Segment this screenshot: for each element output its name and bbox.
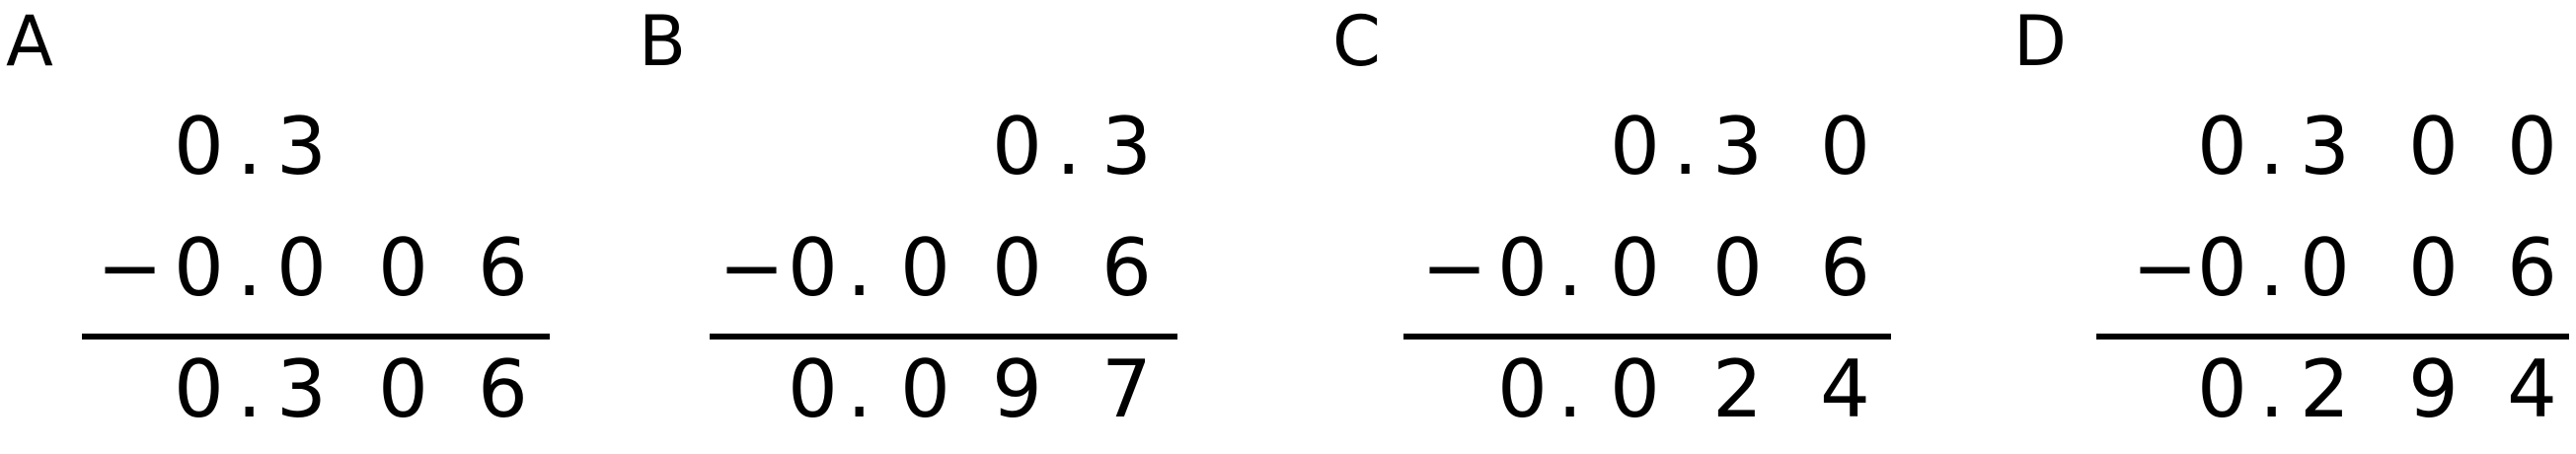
digit: 4 bbox=[1820, 343, 1870, 435]
digit: 0 bbox=[788, 343, 838, 435]
digit: 3 bbox=[2300, 101, 2350, 192]
digit: 0 bbox=[900, 343, 950, 435]
digit: 0 bbox=[2197, 343, 2247, 435]
digit: 9 bbox=[992, 343, 1042, 435]
digit: 0 bbox=[2300, 222, 2350, 314]
digit: 0 bbox=[1820, 101, 1870, 192]
digit: 0 bbox=[378, 222, 428, 314]
digit: 4 bbox=[2507, 343, 2557, 435]
digit: 2 bbox=[1712, 343, 1763, 435]
problem-label: C bbox=[1332, 1, 1381, 82]
digit: 0 bbox=[2197, 222, 2247, 314]
minus-sign: − bbox=[2132, 222, 2199, 314]
problem-label: B bbox=[639, 1, 687, 82]
decimal-point: . bbox=[847, 222, 872, 314]
decimal-point: . bbox=[2259, 343, 2285, 435]
digit: 0 bbox=[174, 343, 224, 435]
digit: 0 bbox=[1610, 222, 1660, 314]
digit: 3 bbox=[1712, 101, 1763, 192]
decimal-point: . bbox=[237, 101, 263, 192]
digit: 2 bbox=[2300, 343, 2350, 435]
minus-sign: − bbox=[97, 222, 164, 314]
digit: 0 bbox=[378, 343, 428, 435]
digit: 0 bbox=[2507, 101, 2557, 192]
digit: 6 bbox=[478, 343, 528, 435]
digit: 6 bbox=[1820, 222, 1870, 314]
digit: 0 bbox=[174, 101, 224, 192]
digit: 6 bbox=[1101, 222, 1152, 314]
digit: 0 bbox=[1712, 222, 1763, 314]
decimal-point: . bbox=[1673, 101, 1699, 192]
digit: 0 bbox=[1497, 343, 1548, 435]
digit: 6 bbox=[478, 222, 528, 314]
decimal-point: . bbox=[1557, 222, 1583, 314]
digit: 0 bbox=[1610, 343, 1660, 435]
digit: 0 bbox=[900, 222, 950, 314]
digit: 0 bbox=[992, 101, 1042, 192]
decimal-point: . bbox=[2259, 101, 2285, 192]
decimal-point: . bbox=[2259, 222, 2285, 314]
digit: 0 bbox=[276, 222, 327, 314]
digit: 3 bbox=[1101, 101, 1152, 192]
digit: 0 bbox=[1610, 101, 1660, 192]
minus-sign: − bbox=[719, 222, 786, 314]
decimal-point: . bbox=[1557, 343, 1583, 435]
digit: 0 bbox=[992, 222, 1042, 314]
problem-label: A bbox=[6, 1, 53, 82]
digit: 0 bbox=[788, 222, 838, 314]
digit: 0 bbox=[2197, 101, 2247, 192]
sum-line bbox=[82, 334, 550, 340]
minus-sign: − bbox=[1421, 222, 1488, 314]
digit: 0 bbox=[2408, 101, 2459, 192]
digit: 3 bbox=[276, 101, 327, 192]
decimal-point: . bbox=[1056, 101, 1082, 192]
sum-line bbox=[2096, 334, 2569, 340]
sum-line bbox=[1403, 334, 1891, 340]
digit: 0 bbox=[2408, 222, 2459, 314]
decimal-point: . bbox=[237, 343, 263, 435]
digit: 7 bbox=[1101, 343, 1152, 435]
digit: 6 bbox=[2507, 222, 2557, 314]
problem-label: D bbox=[2013, 1, 2067, 82]
sum-line bbox=[710, 334, 1177, 340]
digit: 9 bbox=[2408, 343, 2459, 435]
digit: 0 bbox=[1497, 222, 1548, 314]
digit: 3 bbox=[276, 343, 327, 435]
decimal-point: . bbox=[847, 343, 872, 435]
decimal-point: . bbox=[237, 222, 263, 314]
digit: 0 bbox=[174, 222, 224, 314]
